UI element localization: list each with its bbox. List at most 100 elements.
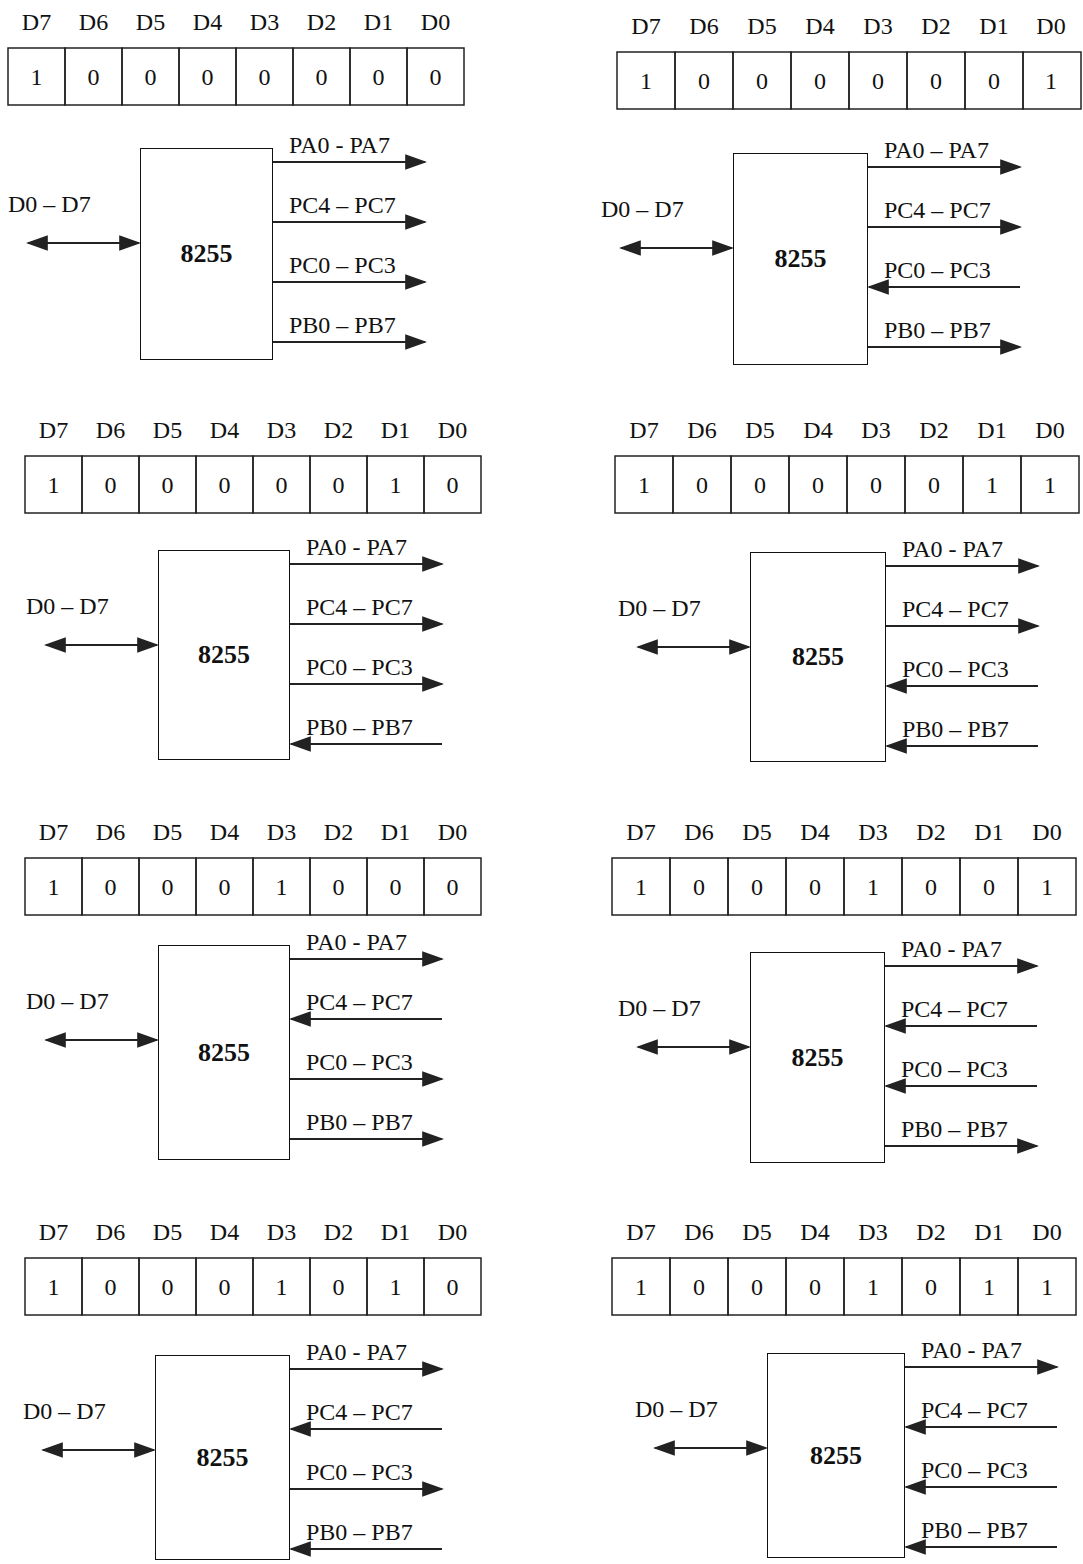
signal-name: D0 – D7 xyxy=(618,994,701,1022)
bit-value: 0 xyxy=(82,873,139,901)
port-name: PB0 – PB7 xyxy=(306,1518,413,1546)
output-port-arrow xyxy=(290,1488,442,1490)
chip-name: 8255 xyxy=(198,640,250,670)
input-port-arrow xyxy=(291,1428,442,1430)
chip-name: 8255 xyxy=(198,1038,250,1068)
bit-header: D7 xyxy=(25,1218,82,1246)
chip-box: 8255 xyxy=(733,153,868,365)
bit-value: 0 xyxy=(733,67,791,95)
register-cell xyxy=(122,48,179,105)
bit-header: D3 xyxy=(847,416,905,444)
bit-header: D4 xyxy=(786,818,844,846)
port-name: PC4 – PC7 xyxy=(921,1396,1028,1424)
bit-value: 1 xyxy=(960,1273,1018,1301)
output-port-arrow xyxy=(273,281,425,283)
bit-header: D6 xyxy=(82,818,139,846)
register-cell xyxy=(253,1258,310,1315)
output-port-arrow xyxy=(290,1138,442,1140)
bit-value: 0 xyxy=(902,873,960,901)
chip-name: 8255 xyxy=(792,1043,844,1073)
bit-header: D1 xyxy=(960,818,1018,846)
register-cell xyxy=(844,858,902,915)
output-port-arrow xyxy=(273,341,425,343)
chip-name: 8255 xyxy=(810,1441,862,1471)
bit-value: 1 xyxy=(844,873,902,901)
input-port-arrow xyxy=(291,1548,442,1550)
register-cell xyxy=(139,1258,196,1315)
register-cell xyxy=(424,456,481,513)
register-cell xyxy=(82,456,139,513)
bit-header: D1 xyxy=(963,416,1021,444)
register-cell xyxy=(905,456,963,513)
input-port-arrow xyxy=(886,1025,1037,1027)
chip-name: 8255 xyxy=(792,642,844,672)
bit-header: D3 xyxy=(849,12,907,40)
chip-box: 8255 xyxy=(158,550,290,760)
bit-header: D7 xyxy=(612,818,670,846)
bit-header: D6 xyxy=(675,12,733,40)
register-cell xyxy=(847,456,905,513)
bit-value: 1 xyxy=(253,1273,310,1301)
bit-value: 0 xyxy=(122,63,179,91)
port-name: PB0 – PB7 xyxy=(902,715,1009,743)
register-cell xyxy=(424,858,481,915)
register-cell xyxy=(350,48,407,105)
output-port-arrow xyxy=(290,1078,442,1080)
bit-value: 1 xyxy=(612,873,670,901)
register-cell xyxy=(902,1258,960,1315)
chip-box: 8255 xyxy=(155,1355,290,1560)
bit-value: 0 xyxy=(965,67,1023,95)
bit-header: D6 xyxy=(65,8,122,36)
register-cell xyxy=(236,48,293,105)
bit-value: 0 xyxy=(905,471,963,499)
register-cell xyxy=(253,456,310,513)
bit-value: 0 xyxy=(902,1273,960,1301)
bit-header: D4 xyxy=(789,416,847,444)
register-cell xyxy=(310,858,367,915)
bit-value: 0 xyxy=(310,1273,367,1301)
bit-value: 0 xyxy=(789,471,847,499)
output-port-arrow xyxy=(290,683,442,685)
bit-value: 1 xyxy=(612,1273,670,1301)
bit-header: D7 xyxy=(25,818,82,846)
bit-header: D3 xyxy=(236,8,293,36)
bit-value: 0 xyxy=(407,63,464,91)
bit-value: 1 xyxy=(1018,873,1076,901)
bit-header: D1 xyxy=(350,8,407,36)
bit-value: 1 xyxy=(25,873,82,901)
bit-header: D7 xyxy=(615,416,673,444)
output-port-arrow xyxy=(868,226,1020,228)
output-port-arrow xyxy=(905,1366,1057,1368)
bit-header: D1 xyxy=(965,12,1023,40)
register-cell xyxy=(786,858,844,915)
register-cell xyxy=(82,1258,139,1315)
bit-header: D1 xyxy=(367,1218,424,1246)
output-port-arrow xyxy=(868,346,1020,348)
register-cell xyxy=(791,52,849,109)
bit-header: D5 xyxy=(122,8,179,36)
register-cell xyxy=(844,1258,902,1315)
register-cell xyxy=(25,858,82,915)
bit-value: 1 xyxy=(615,471,673,499)
register-cell xyxy=(733,52,791,109)
port-name: PB0 – PB7 xyxy=(884,316,991,344)
port-name: PC0 – PC3 xyxy=(902,655,1009,683)
bit-value: 0 xyxy=(196,873,253,901)
chip-name: 8255 xyxy=(775,244,827,274)
bit-header: D0 xyxy=(1021,416,1079,444)
register-cell xyxy=(960,858,1018,915)
bit-value: 0 xyxy=(179,63,236,91)
data-bus-arrow xyxy=(638,1046,749,1048)
register-cell xyxy=(963,456,1021,513)
signal-name: D0 – D7 xyxy=(635,1395,718,1423)
chip-name: 8255 xyxy=(181,239,233,269)
bit-value: 1 xyxy=(25,471,82,499)
bit-value: 0 xyxy=(82,1273,139,1301)
input-port-arrow xyxy=(887,685,1038,687)
register-cell xyxy=(849,52,907,109)
bit-value: 1 xyxy=(1022,67,1080,95)
bit-value: 0 xyxy=(196,471,253,499)
data-bus-arrow xyxy=(43,1449,154,1451)
bit-value: 1 xyxy=(617,67,675,95)
register-cell xyxy=(670,858,728,915)
